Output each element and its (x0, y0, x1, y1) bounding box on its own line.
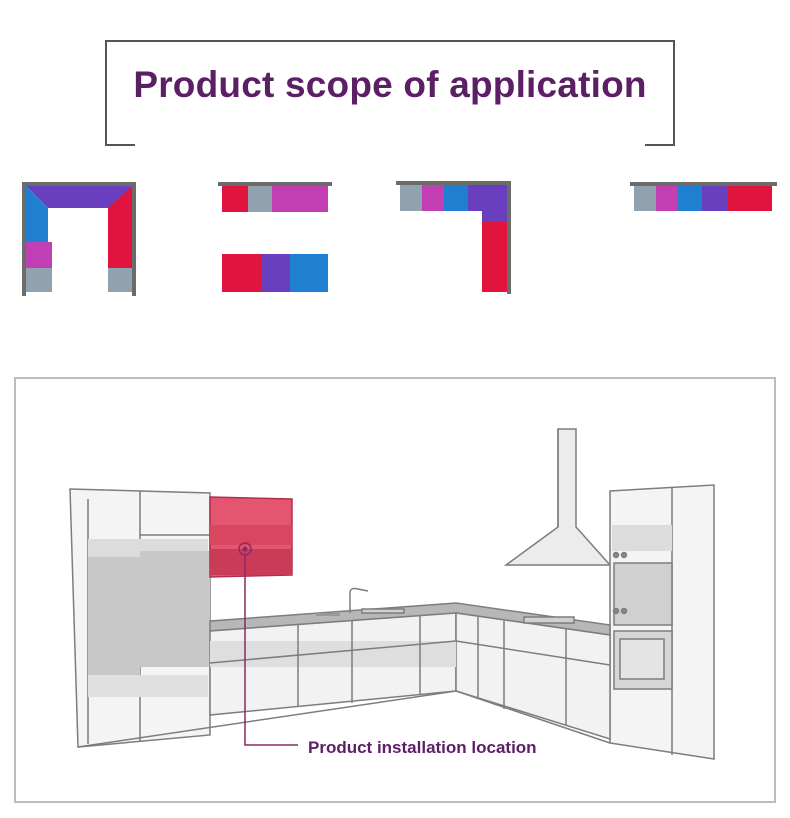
l-shape-layout (396, 181, 511, 294)
title-frame: Product scope of application (105, 40, 675, 146)
straight-layout (630, 182, 777, 211)
parallel-layout (218, 182, 332, 292)
layout-diagrams (22, 181, 777, 296)
highlighted-wall-cabinet (209, 496, 293, 578)
page-title: Product scope of application (133, 64, 647, 105)
u-shape-layout (22, 182, 136, 296)
kitchen-illustration-frame: Product installation location (14, 377, 776, 803)
kitchen-illustration (69, 428, 715, 760)
installation-location-label: Product installation location (308, 738, 537, 757)
annotation-leader-line (244, 555, 298, 746)
title-bracket (105, 40, 675, 146)
